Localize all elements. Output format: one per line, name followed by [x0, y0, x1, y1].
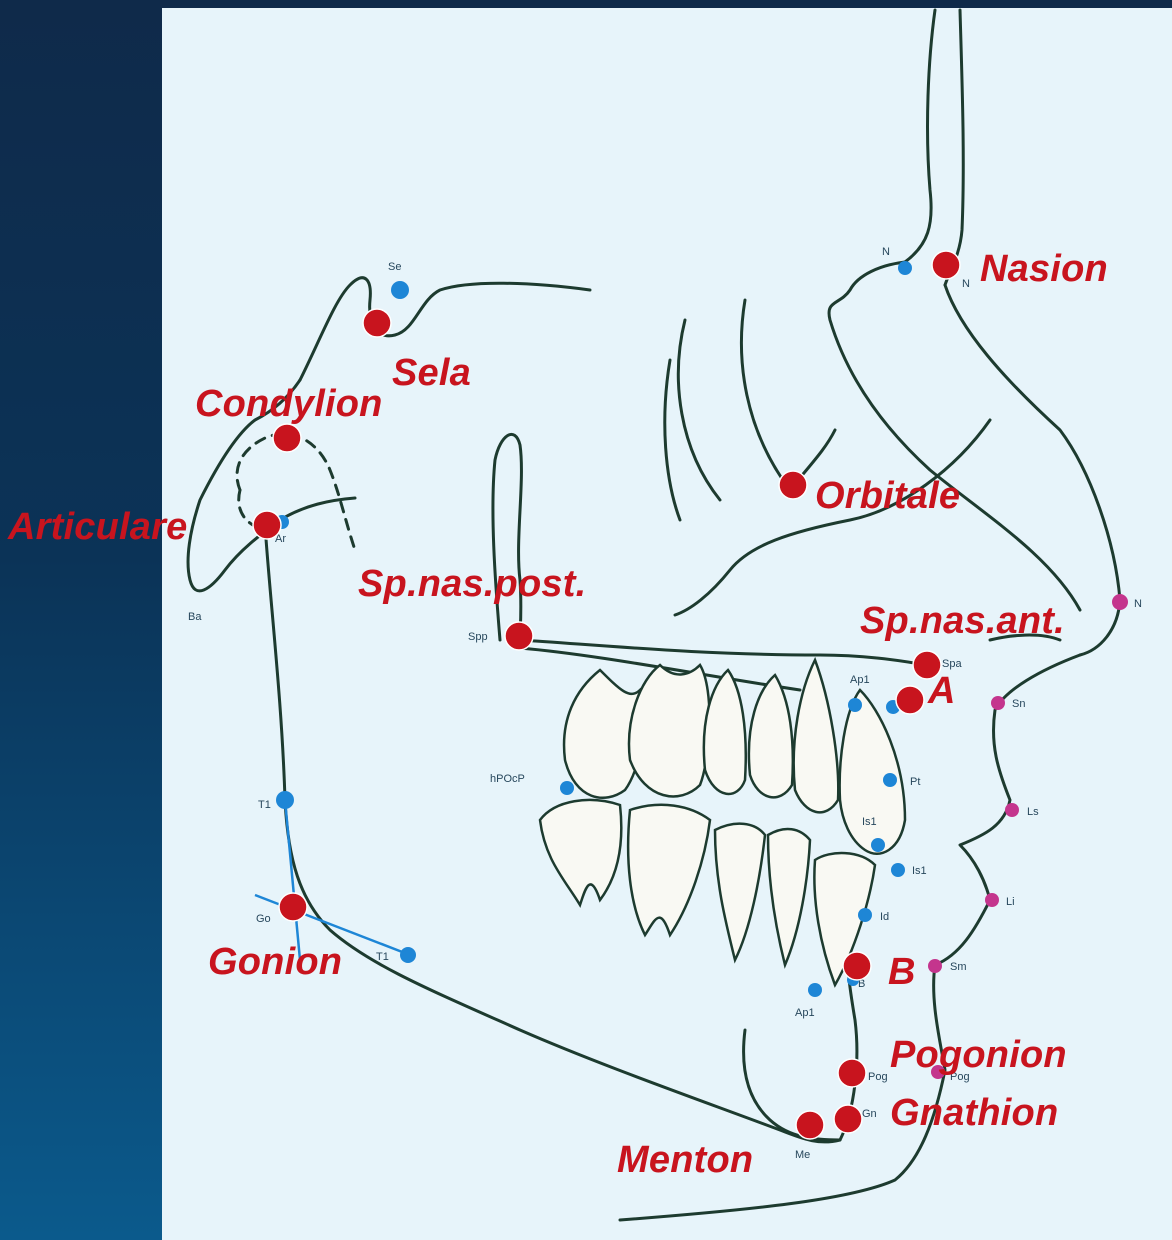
- ba-label: Ba: [188, 611, 202, 623]
- me-label: Me: [795, 1149, 810, 1161]
- is1-lower-point: [891, 863, 905, 877]
- sela-label: Sela: [392, 354, 471, 392]
- ap1-lower-point: [808, 983, 822, 997]
- premolar-upper-2: [749, 675, 793, 797]
- pterygomaxillary-fissure: [493, 434, 522, 640]
- ls-label: Ls: [1027, 806, 1039, 818]
- t1-lower-point: [400, 947, 416, 963]
- li-label: Li: [1006, 896, 1015, 908]
- menton-dot: [796, 1111, 824, 1139]
- orbitale-dot: [779, 471, 807, 499]
- n-label: N: [882, 246, 890, 258]
- pog-label: Pog: [868, 1071, 888, 1083]
- t1-lower-label: T1: [376, 951, 389, 963]
- hpocp-label: hPOcP: [490, 773, 525, 785]
- is1-upper-label: Is1: [862, 816, 877, 828]
- id-point: [858, 908, 872, 922]
- se-point: [391, 281, 409, 299]
- is1-lower-label: Is1: [912, 865, 927, 877]
- hpocp-point: [560, 781, 574, 795]
- li-point: [985, 893, 999, 907]
- n-point: [898, 261, 912, 275]
- spp-label: Spp: [468, 631, 488, 643]
- canine-upper: [794, 660, 839, 812]
- sn-label: Sn: [1012, 698, 1025, 710]
- ap1-lower-label: Ap1: [795, 1007, 815, 1019]
- sp-nas-post-label: Sp.nas.post.: [358, 565, 586, 603]
- gonion-dot: [279, 893, 307, 921]
- orbit-lateral-rim: [678, 320, 720, 500]
- prn-point: [1112, 594, 1128, 610]
- zygomatic-outline: [675, 420, 990, 615]
- sn-point: [991, 696, 1005, 710]
- gonion-label: Gonion: [208, 943, 342, 981]
- nasal-bone-outline: [829, 262, 1080, 610]
- pogonion-dot: [838, 1059, 866, 1087]
- t1-upper-point: [276, 791, 294, 809]
- nasion-dot: [932, 251, 960, 279]
- a-point-label: A: [928, 672, 956, 710]
- go-label: Go: [256, 913, 271, 925]
- spa-label: Spa: [942, 658, 962, 670]
- sp-nas-post-dot: [505, 622, 533, 650]
- n-soft-label: N: [962, 278, 970, 290]
- b-point-label: B: [888, 953, 916, 991]
- gn-label: Gn: [862, 1108, 877, 1120]
- incisor-upper: [840, 690, 905, 854]
- condylion-dot: [273, 424, 301, 452]
- ap1-upper-label: Ap1: [850, 674, 870, 686]
- gnathion-dot: [834, 1105, 862, 1133]
- molar-upper-2: [629, 665, 709, 796]
- id-label: Id: [880, 911, 889, 923]
- b-point-dot: [843, 952, 871, 980]
- ap1-upper-point: [848, 698, 862, 712]
- orbit-medial-rim: [741, 300, 835, 490]
- molar-lower-1: [540, 800, 621, 905]
- articulare-dot: [253, 511, 281, 539]
- premolar-upper-1: [704, 670, 746, 794]
- se-label: Se: [388, 261, 401, 273]
- sp-nas-ant-label: Sp.nas.ant.: [860, 602, 1065, 640]
- articulare-label: Articulare: [8, 508, 187, 546]
- menton-label: Menton: [617, 1141, 753, 1179]
- frontal-soft-outline: [945, 10, 963, 285]
- palatal-plane: [520, 640, 925, 665]
- premolar-lower-1: [715, 824, 765, 960]
- pogonion-label: Pogonion: [890, 1036, 1067, 1074]
- molar-lower-2: [628, 805, 710, 935]
- pt-label: Pt: [910, 776, 920, 788]
- condylion-label: Condylion: [195, 385, 383, 423]
- orbitale-label: Orbitale: [815, 477, 960, 515]
- ls-point: [1005, 803, 1019, 817]
- is1-upper-point: [871, 838, 885, 852]
- a-point-dot: [896, 686, 924, 714]
- t1-upper-label: T1: [258, 799, 271, 811]
- frontal-bone-outline: [905, 10, 935, 262]
- sela-dot: [363, 309, 391, 337]
- sm-label: Sm: [950, 961, 967, 973]
- nasion-label: Nasion: [980, 250, 1108, 288]
- pt-point-2: [883, 773, 897, 787]
- gnathion-label: Gnathion: [890, 1094, 1058, 1132]
- premolar-lower-2: [768, 829, 810, 965]
- n-prn-label: N: [1134, 598, 1142, 610]
- sm-point: [928, 959, 942, 973]
